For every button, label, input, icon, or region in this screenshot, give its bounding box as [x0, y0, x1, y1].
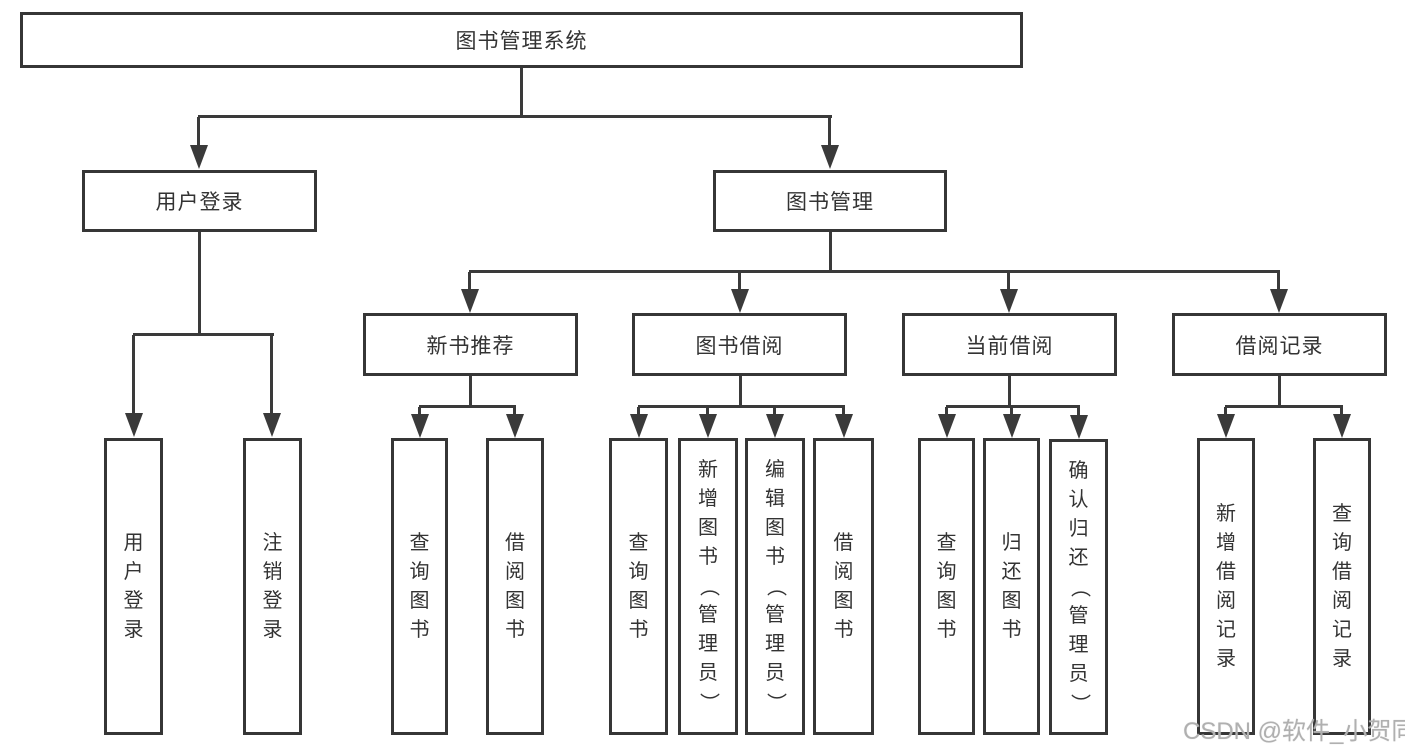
- node-root: 图书管理系统: [20, 12, 1023, 68]
- arrow-leaf-bb-1: [630, 407, 648, 438]
- edge-new-book-recommend-stem: [469, 376, 472, 407]
- arrow-leaf-br-1: [1217, 407, 1235, 438]
- edge-borrowing-records-stem: [1278, 376, 1281, 407]
- node-user-login: 用户登录: [82, 170, 317, 232]
- arrow-leaf-nbr-2: [506, 407, 524, 438]
- edge-book-borrowing-stem: [739, 376, 742, 407]
- arrow-to-borrowing-records: [1270, 272, 1288, 313]
- edge-root-stem: [520, 68, 523, 117]
- node-current-borrowing: 当前借阅: [902, 313, 1117, 376]
- edge-book-management-stem: [829, 232, 832, 272]
- arrow-leaf-br-2: [1333, 407, 1351, 438]
- leaf-confirm-return-admin: 确认归还（管理员）: [1049, 439, 1108, 735]
- arrow-leaf-bb-2: [699, 407, 717, 438]
- leaf-borrow-books-2: 借阅图书: [813, 438, 874, 735]
- arrow-leaf-cb-3: [1070, 407, 1088, 439]
- arrow-to-new-book-recommend: [461, 272, 479, 313]
- arrow-leaf-bb-4: [835, 407, 853, 438]
- node-book-management: 图书管理: [713, 170, 947, 232]
- leaf-user-login: 用户登录: [104, 438, 163, 735]
- node-new-book-recommend: 新书推荐: [363, 313, 578, 376]
- leaf-query-books-2: 查询图书: [609, 438, 668, 735]
- edge-current-borrowing-stem: [1008, 376, 1011, 407]
- edge-user-login-stem: [198, 232, 201, 335]
- arrow-leaf-cb-2: [1003, 407, 1021, 438]
- node-book-borrowing: 图书借阅: [632, 313, 847, 376]
- leaf-query-books-3: 查询图书: [918, 438, 975, 735]
- edge-borrowing-records-branch: [1225, 405, 1343, 408]
- arrow-leaf-nbr-1: [411, 407, 429, 438]
- leaf-logout: 注销登录: [243, 438, 302, 735]
- csdn-watermark: CSDN @软件_小贺同学: [1183, 718, 1405, 745]
- arrow-leaf-cb-1: [938, 407, 956, 438]
- arrow-to-leaf-user-login: [125, 335, 143, 437]
- leaf-add-books-admin: 新增图书（管理员）: [678, 438, 738, 735]
- leaf-borrow-books-1: 借阅图书: [486, 438, 544, 735]
- arrow-to-book-management: [821, 117, 839, 169]
- edge-book-management-branch: [469, 270, 1280, 273]
- leaf-query-borrow-record: 查询借阅记录: [1313, 438, 1371, 735]
- leaf-query-books-1: 查询图书: [391, 438, 448, 735]
- edge-user-login-branch: [133, 333, 274, 336]
- arrow-to-leaf-logout: [263, 335, 281, 437]
- arrow-to-user-login: [190, 117, 208, 169]
- arrow-to-current-borrowing: [1000, 272, 1018, 313]
- arrow-leaf-bb-3: [766, 407, 784, 438]
- leaf-add-borrow-record: 新增借阅记录: [1197, 438, 1255, 735]
- edge-current-borrowing-branch: [946, 405, 1080, 408]
- node-borrowing-records: 借阅记录: [1172, 313, 1387, 376]
- leaf-edit-books-admin: 编辑图书（管理员）: [745, 438, 805, 735]
- arrow-to-book-borrowing: [731, 272, 749, 313]
- edge-new-book-recommend-branch: [419, 405, 516, 408]
- edge-root-branch: [198, 115, 832, 118]
- edge-book-borrowing-branch: [638, 405, 845, 408]
- leaf-return-books: 归还图书: [983, 438, 1040, 735]
